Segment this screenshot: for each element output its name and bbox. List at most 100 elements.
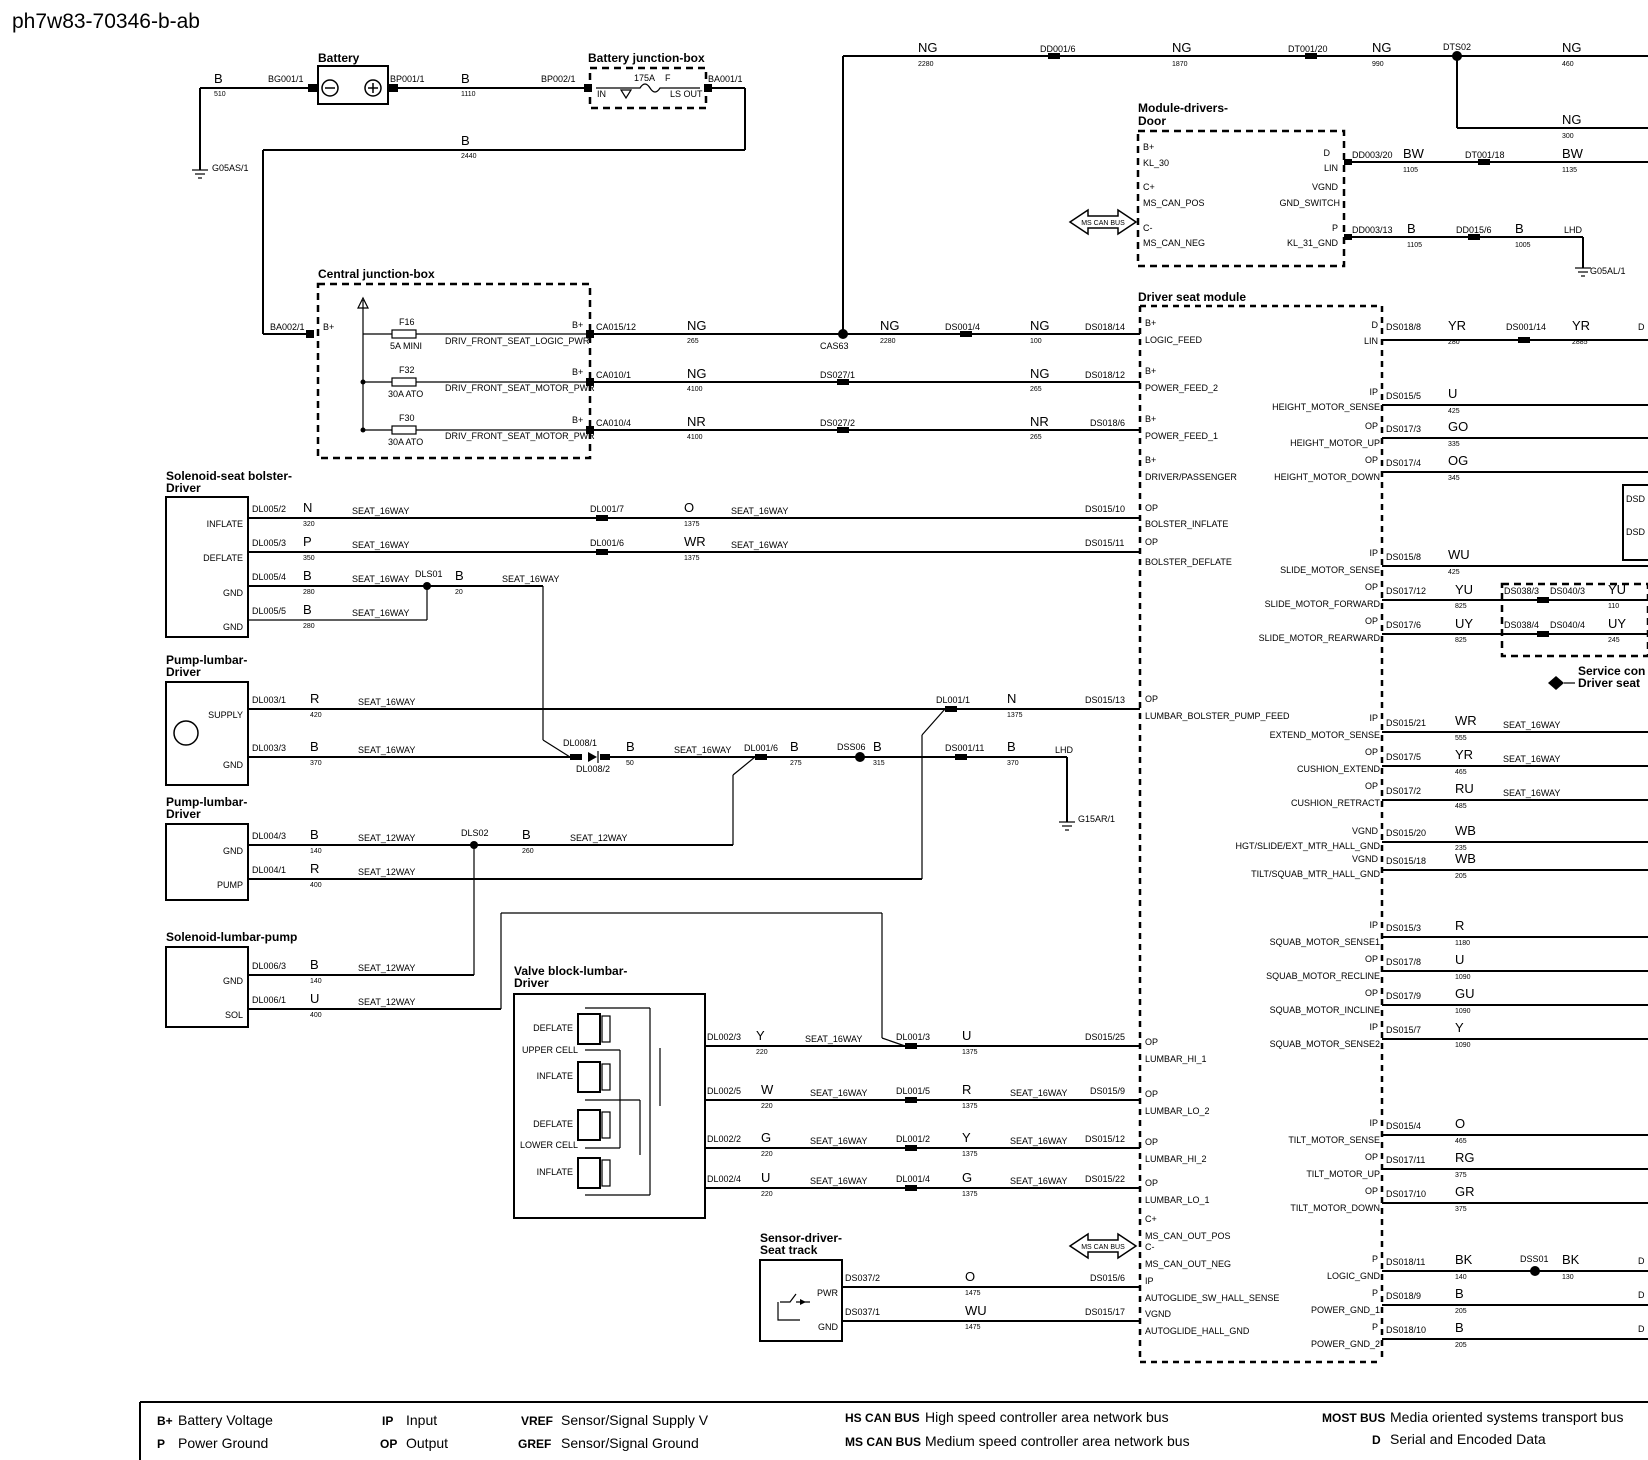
- wire-label: D: [1372, 320, 1379, 330]
- wire-label: 1090: [1455, 1008, 1471, 1015]
- wire-label: GU: [1455, 986, 1475, 1001]
- wire-label: Y: [962, 1130, 971, 1145]
- wire-label: 400: [310, 882, 322, 889]
- wire-label: NG: [1030, 318, 1050, 333]
- wire-label: UPPER CELL: [522, 1045, 578, 1055]
- wire-label: 375: [1455, 1206, 1467, 1213]
- legend-key: MS CAN BUS: [845, 1435, 921, 1449]
- wire-label: Pump-lumbar-: [166, 653, 247, 667]
- wire-label: SEAT_16WAY: [1503, 720, 1560, 730]
- wire-label: 2885: [1572, 339, 1588, 346]
- wire-label: 235: [1455, 845, 1467, 852]
- wire-label: OG: [1448, 453, 1468, 468]
- wire-label: 370: [1007, 760, 1019, 767]
- wire-label: Y: [1455, 1020, 1464, 1035]
- wire-label: 825: [1455, 637, 1467, 644]
- wire-label: OP: [1365, 582, 1378, 592]
- wire-label: 335: [1448, 441, 1460, 448]
- wire-label: DL004/3: [252, 831, 286, 841]
- wire-label: DT001/20: [1288, 44, 1328, 54]
- wire-label: WR: [1455, 713, 1477, 728]
- ground-g15ar: G15AR/1: [1059, 814, 1115, 831]
- wire-label: DLS02: [461, 828, 489, 838]
- wire-label: OP: [1145, 1137, 1158, 1147]
- wire-label: N: [1007, 691, 1016, 706]
- wire-label: NG: [1562, 112, 1582, 127]
- wire-label: D: [1638, 322, 1645, 332]
- wire-label: SEAT_12WAY: [570, 833, 627, 843]
- wire-label: C-: [1143, 223, 1153, 233]
- legend-key: D: [1372, 1433, 1381, 1447]
- ms-can-bus-arrow-top: MS CAN BUS: [1068, 208, 1138, 236]
- wire-label: SEAT_16WAY: [1010, 1136, 1067, 1146]
- fuse-175a-icon: [596, 83, 700, 93]
- wire-label: 130: [1562, 1274, 1574, 1281]
- wire-label: DRIV_FRONT_SEAT_LOGIC_PWR: [445, 336, 590, 346]
- wire-label: P: [303, 534, 312, 549]
- splice-dss01: [1530, 1266, 1540, 1276]
- wire-label: B: [461, 71, 470, 86]
- wire-label: DS001/4: [945, 322, 980, 332]
- wire-label: HGT/SLIDE/EXT_MTR_HALL_GND: [1235, 841, 1380, 851]
- wire-label: SEAT_16WAY: [731, 540, 788, 550]
- wire-label: IP: [1145, 1276, 1154, 1286]
- wire-label: 1005: [1515, 242, 1531, 249]
- wire-label: LOGIC_GND: [1327, 1271, 1381, 1281]
- wire-label: MS CAN BUS: [1081, 220, 1125, 227]
- legend-key: GREF: [518, 1437, 551, 1451]
- wire-label: UY: [1455, 616, 1473, 631]
- wire-label: DS001/11: [945, 743, 984, 753]
- wire-label: Driver: [166, 481, 201, 495]
- wire-label: DS017/8: [1386, 957, 1421, 967]
- wire-label: OP: [1145, 1089, 1158, 1099]
- wire-label: POWER_FEED_2: [1145, 383, 1218, 393]
- wire-label: YR: [1455, 747, 1473, 762]
- wire-label: DS015/10: [1085, 504, 1125, 514]
- wire-label: 1475: [965, 1324, 981, 1331]
- wire-label: B+: [1145, 366, 1156, 376]
- wire-label: DS038/3: [1504, 586, 1539, 596]
- driver-seat-module: Driver seat module B+ LOGIC_FEED B+ POWE…: [1138, 290, 1384, 1364]
- wire-label: OP: [1365, 616, 1378, 626]
- wire-label: 110: [1608, 603, 1619, 610]
- battery-positive-icon: [364, 79, 382, 97]
- wire-label: 2440: [461, 153, 477, 160]
- wire-label: D: [1638, 1290, 1645, 1300]
- wire-label: DS018/6: [1090, 418, 1125, 428]
- wire-label: B: [303, 602, 312, 617]
- wire-label: DSS01: [1520, 1254, 1549, 1264]
- wire-label: 315: [873, 760, 885, 767]
- wire-label: TILT_MOTOR_DOWN: [1290, 1203, 1380, 1213]
- wire-label: Service con: [1578, 664, 1645, 678]
- wire-label: DS017/6: [1386, 620, 1421, 630]
- wire-label: SEAT_16WAY: [352, 540, 409, 550]
- wire-label: 1375: [962, 1049, 978, 1056]
- ground-g05as: G05AS/1: [192, 163, 249, 179]
- wire-label: 1375: [684, 555, 700, 562]
- wire-label: C+: [1143, 182, 1155, 192]
- wire-label: POWER_GND_1: [1311, 1305, 1380, 1315]
- wire-label: CUSHION_EXTEND: [1297, 764, 1381, 774]
- wire-label: B: [626, 739, 635, 754]
- wire-label: 20: [455, 589, 463, 596]
- wire-label: DL005/3: [252, 538, 286, 548]
- wire-label: GND: [223, 760, 244, 770]
- fuse-f16-icon: [391, 329, 417, 339]
- wire-label: P: [1372, 1254, 1378, 1264]
- wire-label: Sensor-driver-: [760, 1231, 842, 1245]
- wire-label: P: [1372, 1322, 1378, 1332]
- wire-label: 4100: [687, 434, 703, 441]
- wire-label: DS038/4: [1504, 620, 1539, 630]
- wire-label: OP: [1365, 1186, 1378, 1196]
- legend-value: High speed controller area network bus: [925, 1409, 1169, 1425]
- wire-label: SEAT_16WAY: [1503, 754, 1560, 764]
- pump-lumbar-1: Pump-lumbar- Driver SUPPLY GND: [165, 653, 249, 786]
- wire-label: NG: [1372, 40, 1392, 55]
- wire-label: LUMBAR_HI_1: [1145, 1054, 1207, 1064]
- valve-coil-icon: [577, 1013, 601, 1045]
- wire-label: 460: [1562, 61, 1574, 68]
- wire-label: OP: [1365, 781, 1378, 791]
- wire-label: BW: [1403, 146, 1425, 161]
- wire-label: B+: [572, 320, 583, 330]
- wire-label: D: [1638, 1256, 1645, 1266]
